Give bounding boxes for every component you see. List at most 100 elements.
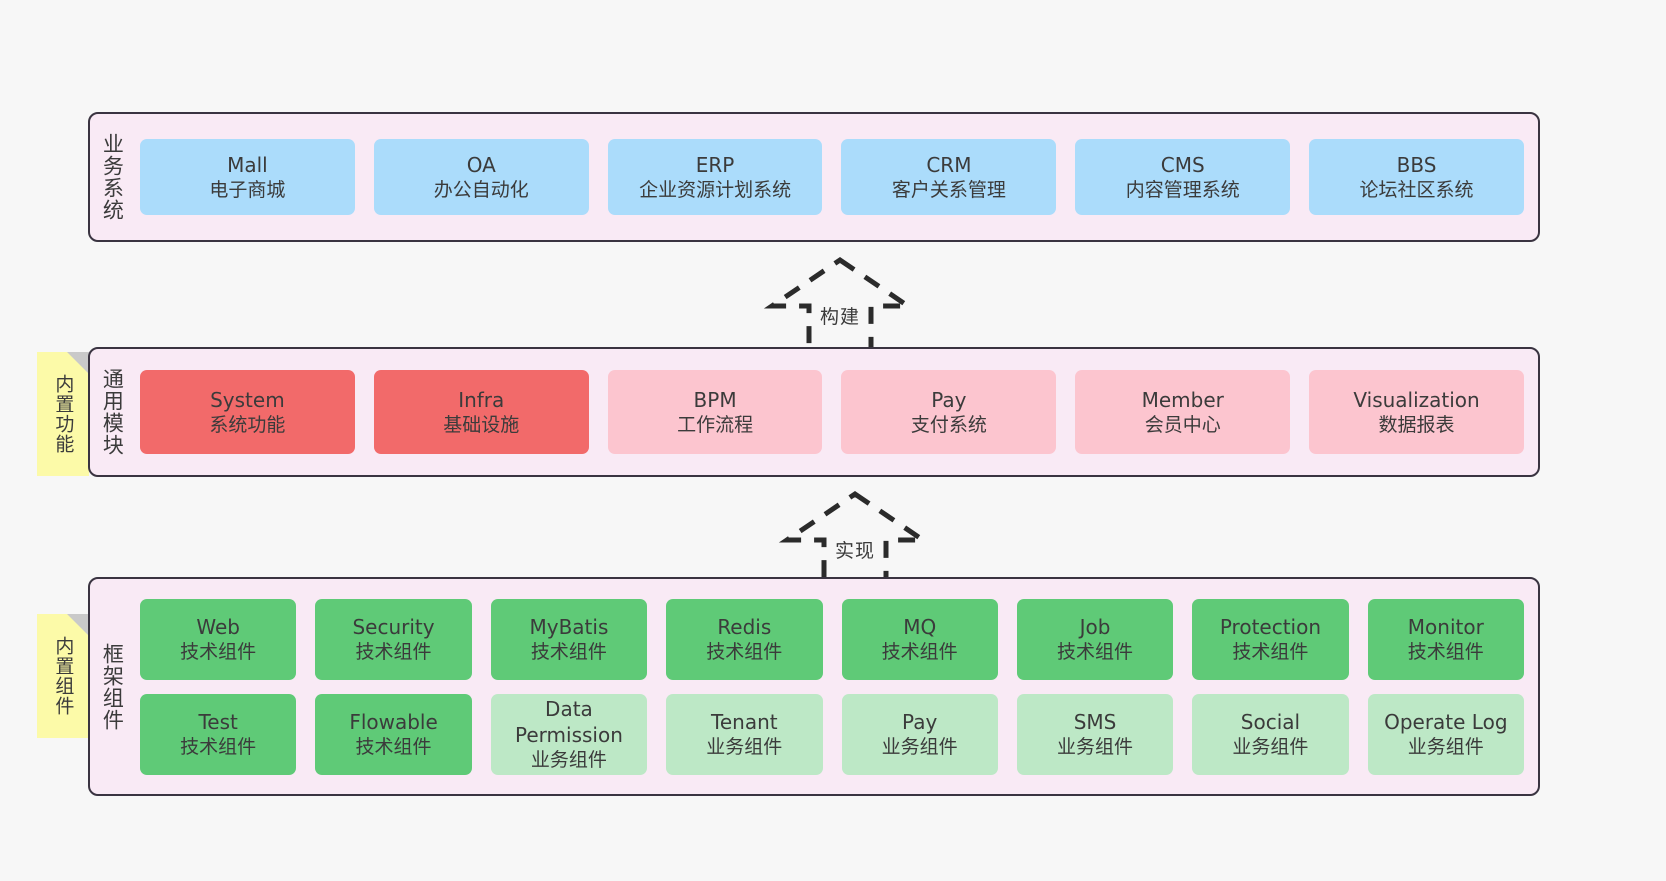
- node-title: BBS: [1396, 152, 1437, 177]
- node-title: Flowable: [349, 709, 438, 734]
- node-title: Redis: [717, 614, 772, 639]
- node-cms[interactable]: CMS 内容管理系统: [1075, 139, 1291, 215]
- node-title: MQ: [903, 614, 937, 639]
- node-title: Tenant: [711, 709, 778, 734]
- row: Test 技术组件 Flowable 技术组件 Data Permission …: [140, 693, 1524, 775]
- node-title: Mall: [227, 152, 268, 177]
- node-mq[interactable]: MQ 技术组件: [841, 598, 998, 680]
- layer-title-common-modules: 通用模块: [100, 368, 125, 456]
- node-subtitle: 技术组件: [355, 640, 432, 663]
- node-member[interactable]: Member 会员中心: [1075, 370, 1291, 454]
- node-title: Visualization: [1353, 387, 1480, 412]
- node-title: Security: [352, 614, 435, 639]
- node-subtitle: 系统功能: [209, 413, 286, 436]
- dashed-up-arrow-icon: [763, 256, 917, 357]
- node-subtitle: 技术组件: [1057, 640, 1134, 663]
- node-visualization[interactable]: Visualization 数据报表: [1309, 370, 1524, 454]
- node-job[interactable]: Job 技术组件: [1016, 598, 1174, 680]
- node-pay[interactable]: Pay 支付系统: [841, 370, 1057, 454]
- arrow-label-implement: 实现: [834, 540, 875, 562]
- node-social[interactable]: Social 业务组件: [1192, 693, 1349, 775]
- node-subtitle: 技术组件: [180, 735, 257, 758]
- node-protection[interactable]: Protection 技术组件: [1192, 598, 1349, 680]
- layer-common-modules: 通用模块 System 系统功能 Infra 基础设施 BPM 工作流程 Pay…: [88, 347, 1540, 477]
- node-subtitle: 支付系统: [910, 413, 987, 436]
- node-subtitle: 技术组件: [881, 640, 958, 663]
- node-subtitle: 办公自动化: [433, 178, 529, 201]
- layer-body-framework-components: Web 技术组件 Security 技术组件 MyBatis 技术组件 Redi…: [134, 579, 1538, 794]
- node-sms[interactable]: SMS 业务组件: [1016, 693, 1174, 775]
- node-subtitle: 业务组件: [530, 748, 607, 771]
- node-title: ERP: [695, 152, 735, 177]
- node-operate-log[interactable]: Operate Log 业务组件: [1367, 693, 1524, 775]
- node-subtitle: 内容管理系统: [1125, 178, 1240, 201]
- node-web[interactable]: Web 技术组件: [140, 598, 297, 680]
- node-subtitle: 业务组件: [1407, 735, 1484, 758]
- arrow-build: 构建: [760, 256, 920, 357]
- node-title: BPM: [693, 387, 737, 412]
- node-title: Protection: [1219, 614, 1322, 639]
- node-subtitle: 技术组件: [706, 640, 783, 663]
- node-subtitle: 技术组件: [180, 640, 257, 663]
- node-title: Job: [1079, 614, 1111, 639]
- node-mybatis[interactable]: MyBatis 技术组件: [490, 598, 648, 680]
- node-title: CRM: [926, 152, 972, 177]
- sticky-note-builtin-components: 内置组件: [37, 614, 89, 738]
- node-title: OA: [466, 152, 496, 177]
- node-subtitle: 业务组件: [706, 735, 783, 758]
- layer-title-framework-components: 框架组件: [100, 642, 125, 731]
- node-test[interactable]: Test 技术组件: [140, 693, 297, 775]
- arrow-implement: 实现: [775, 490, 935, 591]
- node-mall[interactable]: Mall 电子商城: [140, 139, 355, 215]
- node-bpm[interactable]: BPM 工作流程: [607, 370, 823, 454]
- node-infra[interactable]: Infra 基础设施: [373, 370, 589, 454]
- node-title: Test: [198, 709, 238, 734]
- node-crm[interactable]: CRM 客户关系管理: [841, 139, 1057, 215]
- node-title: Infra: [458, 387, 505, 412]
- node-title: Monitor: [1407, 614, 1484, 639]
- node-title: Member: [1141, 387, 1224, 412]
- node-subtitle: 客户关系管理: [891, 178, 1006, 201]
- node-erp[interactable]: ERP 企业资源计划系统: [607, 139, 823, 215]
- node-subtitle: 会员中心: [1144, 413, 1221, 436]
- node-title: Data Permission: [515, 696, 623, 747]
- node-title: Pay: [902, 709, 938, 734]
- node-title: Pay: [931, 387, 967, 412]
- node-data-permission[interactable]: Data Permission 业务组件: [490, 693, 648, 775]
- node-system[interactable]: System 系统功能: [140, 370, 355, 454]
- node-subtitle: 技术组件: [1232, 640, 1309, 663]
- layer-body-business-systems: Mall 电子商城 OA 办公自动化 ERP 企业资源计划系统 CRM 客户关系…: [134, 114, 1538, 240]
- node-title: Web: [196, 614, 240, 639]
- node-subtitle: 业务组件: [881, 735, 958, 758]
- node-title: SMS: [1073, 709, 1117, 734]
- node-monitor[interactable]: Monitor 技术组件: [1367, 598, 1524, 680]
- node-title: Social: [1240, 709, 1301, 734]
- layer-body-common-modules: System 系统功能 Infra 基础设施 BPM 工作流程 Pay 支付系统…: [134, 349, 1538, 475]
- node-tenant[interactable]: Tenant 业务组件: [666, 693, 823, 775]
- arrow-label-build: 构建: [819, 306, 860, 328]
- layer-title-business-systems: 业务系统: [100, 133, 125, 221]
- node-pay-business[interactable]: Pay 业务组件: [841, 693, 998, 775]
- node-subtitle: 电子商城: [209, 178, 286, 201]
- node-subtitle: 数据报表: [1378, 413, 1455, 436]
- node-title: CMS: [1160, 152, 1205, 177]
- node-security[interactable]: Security 技术组件: [315, 598, 472, 680]
- node-title: System: [210, 387, 285, 412]
- node-subtitle: 技术组件: [530, 640, 607, 663]
- layer-business-systems: 业务系统 Mall 电子商城 OA 办公自动化 ERP 企业资源计划系统 CRM…: [88, 112, 1540, 242]
- dashed-up-arrow-icon: [778, 490, 932, 591]
- node-subtitle: 企业资源计划系统: [639, 178, 792, 201]
- node-subtitle: 基础设施: [443, 413, 520, 436]
- node-subtitle: 业务组件: [1057, 735, 1134, 758]
- node-oa[interactable]: OA 办公自动化: [373, 139, 589, 215]
- node-subtitle: 技术组件: [355, 735, 432, 758]
- node-flowable[interactable]: Flowable 技术组件: [315, 693, 472, 775]
- node-redis[interactable]: Redis 技术组件: [666, 598, 823, 680]
- sticky-note-builtin-features: 内置功能: [37, 352, 89, 476]
- node-bbs[interactable]: BBS 论坛社区系统: [1309, 139, 1524, 215]
- layer-framework-components: 框架组件 Web 技术组件 Security 技术组件 MyBatis 技术组件…: [88, 577, 1540, 796]
- row: System 系统功能 Infra 基础设施 BPM 工作流程 Pay 支付系统…: [140, 370, 1524, 454]
- row: Mall 电子商城 OA 办公自动化 ERP 企业资源计划系统 CRM 客户关系…: [140, 139, 1524, 215]
- node-subtitle: 业务组件: [1232, 735, 1309, 758]
